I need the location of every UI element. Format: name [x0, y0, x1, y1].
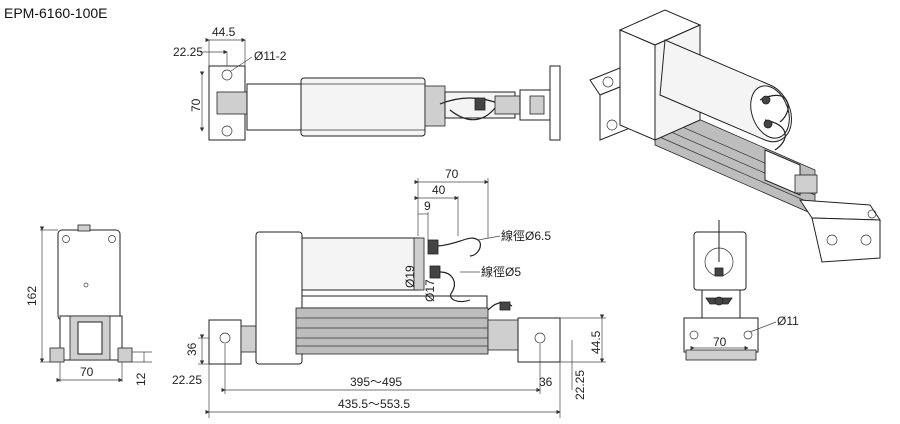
side-motor-housing	[255, 231, 303, 365]
side-right-bracket	[517, 317, 561, 363]
side-dim-9: 9	[424, 199, 431, 213]
iso-housing-front	[619, 29, 656, 141]
wire-label-5: 線徑Ø5	[481, 264, 521, 279]
side-dim-19: Ø19	[403, 265, 417, 288]
side-dim-40: 40	[432, 183, 446, 197]
side-dim-36-right: 36	[539, 375, 553, 389]
side-dim-22-left: 22.25	[172, 373, 202, 387]
side-rail	[295, 307, 489, 355]
front-dim-70: 70	[80, 365, 94, 379]
side-dim-36-left: 36	[185, 342, 199, 356]
end-motor-face	[693, 231, 747, 291]
top-motor-body	[300, 77, 426, 137]
side-dim-44-5: 44.5	[589, 330, 603, 354]
wire-label-6-5: 線徑Ø6.5	[501, 228, 551, 243]
front-motor-face	[57, 229, 121, 321]
side-dim-total: 435.5～553.5	[338, 397, 410, 411]
side-view: 70 40 9 Ø19 Ø17 線徑Ø6.5 線徑Ø5 36 22.25 395…	[172, 167, 606, 418]
top-dim-70: 70	[189, 98, 203, 112]
front-dim-162: 162	[25, 286, 39, 306]
top-view: 44.5 22.25 70 Ø11-2	[173, 25, 561, 141]
front-dim-12: 12	[134, 372, 148, 386]
end-view: 70 Ø11	[683, 220, 799, 361]
top-dim-22-25: 22.25	[173, 45, 203, 59]
side-dim-22-right: 22.25	[573, 370, 587, 400]
model-title: EPM-6160-100E	[4, 5, 108, 21]
end-hole-label: Ø11	[777, 314, 799, 328]
front-view: 162 70 12	[25, 224, 152, 386]
side-dim-stroke: 395～495	[350, 375, 402, 389]
iso-view	[589, 9, 881, 263]
top-rod-flange	[549, 65, 561, 141]
side-dim-17: Ø17	[423, 279, 437, 302]
end-dim-70: 70	[713, 335, 727, 349]
side-dim-70: 70	[445, 167, 459, 181]
top-dim-44-5: 44.5	[212, 25, 236, 39]
top-hole-label: Ø11-2	[254, 49, 287, 63]
